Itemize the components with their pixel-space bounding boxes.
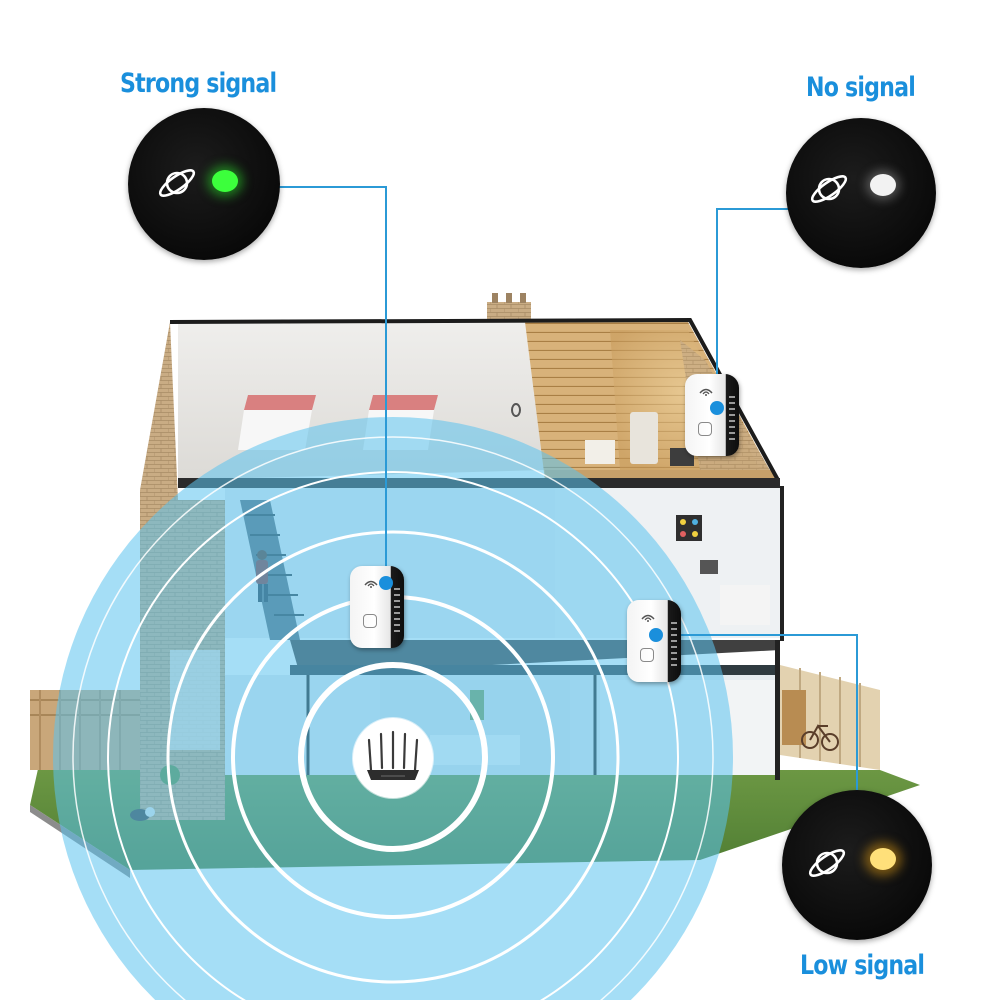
label-strong-signal: Strong signal <box>120 68 277 99</box>
status-leds <box>394 588 400 632</box>
planet-icon <box>810 175 848 203</box>
repeater-none <box>685 374 739 456</box>
connector-strong-vertical <box>385 186 387 584</box>
connector-none-vertical <box>716 208 718 408</box>
led-yellow <box>870 848 896 870</box>
connector-none-horizontal <box>716 208 788 210</box>
wifi-logo-icon <box>364 580 378 588</box>
connector-dot <box>649 628 663 642</box>
wps-button <box>640 648 654 662</box>
label-low-signal: Low signal <box>800 950 925 981</box>
wps-button <box>363 614 377 628</box>
connector-strong-horizontal <box>278 186 387 188</box>
planet-icon <box>808 849 846 877</box>
indicator-none <box>786 118 936 268</box>
planet-icon <box>158 169 196 197</box>
status-leds <box>671 622 677 666</box>
connector-dot <box>710 401 724 415</box>
repeater-strong <box>350 566 404 648</box>
wifi-logo-icon <box>699 388 713 396</box>
wps-button <box>698 422 712 436</box>
router-badge <box>353 718 433 798</box>
wifi-logo-icon <box>641 614 655 622</box>
wifi-router-icon <box>367 730 419 780</box>
label-no-signal: No signal <box>806 72 916 103</box>
connector-dot <box>379 576 393 590</box>
indicator-strong <box>128 108 280 260</box>
connector-low-vertical <box>856 634 858 794</box>
repeater-low <box>627 600 681 682</box>
status-leds <box>729 396 735 440</box>
indicator-low <box>782 790 932 940</box>
led-white <box>870 174 896 196</box>
led-green <box>212 170 238 192</box>
connector-low-horizontal <box>656 634 858 636</box>
